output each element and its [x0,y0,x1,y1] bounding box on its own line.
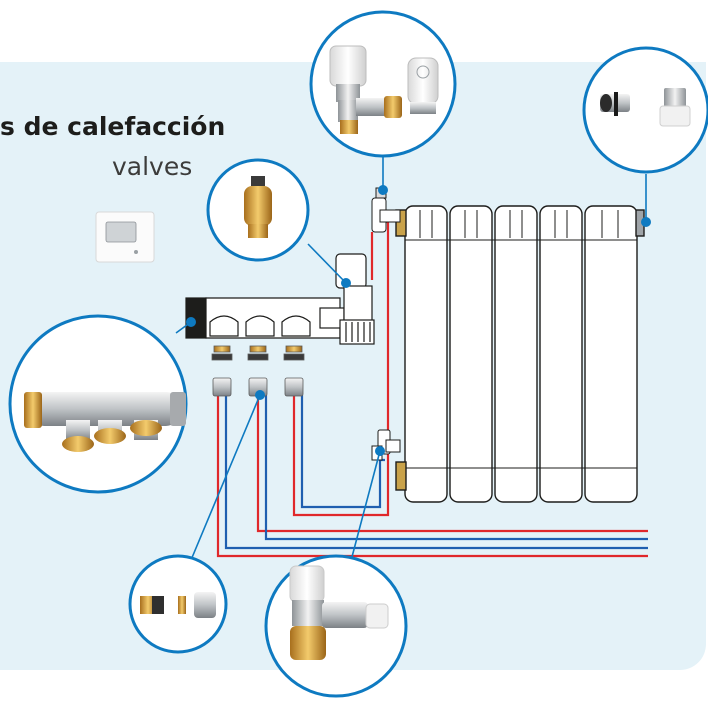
cold-pipe [264,395,648,541]
callout-radiator-plug-kit [582,46,708,174]
callout-lockshield-valve [264,554,408,698]
cold-pipe [224,395,648,550]
radiator-return-valve [371,429,401,461]
radiator [395,205,645,503]
hot-pipe [216,395,648,558]
room-thermostat [95,211,155,263]
callout-manifold [8,314,188,494]
diagram-title: s de calefacción [0,112,226,141]
callout-air-vent-valve [206,158,310,262]
manifold-diagram [185,253,375,345]
callout-dots [186,185,651,456]
callout-leaders [175,142,647,573]
manifold-fittings [211,345,305,397]
callout-compression-fittings [128,554,228,654]
diagram-subtitle: valves [112,152,193,181]
hot-pipe [256,395,648,533]
callout-thermostatic-valve-kit [309,10,457,158]
